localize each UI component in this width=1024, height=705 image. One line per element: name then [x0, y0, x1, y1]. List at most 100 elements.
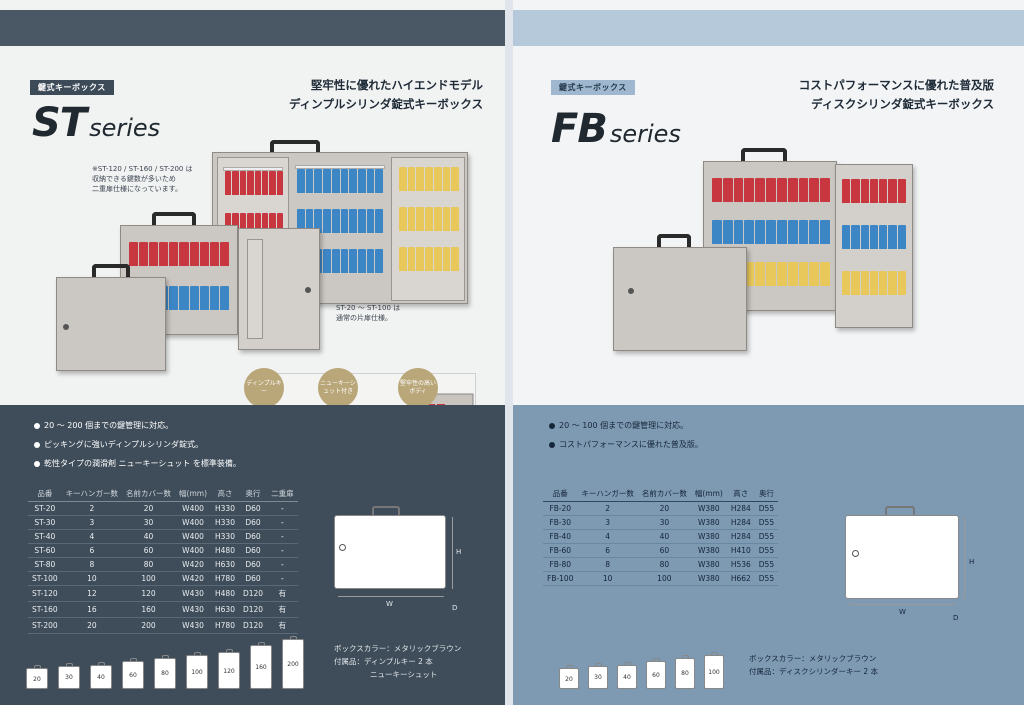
table-cell: ST-160 — [28, 601, 62, 618]
bullet-icon — [34, 441, 40, 448]
table-cell: FB-100 — [543, 571, 578, 586]
table-cell: ST-20 — [28, 501, 62, 516]
key-tags-blue — [712, 220, 830, 244]
mini-handle-icon — [193, 652, 201, 656]
table-cell: H662 — [726, 571, 755, 586]
table-cell: D60 — [238, 529, 268, 544]
size-label: 160 — [255, 664, 267, 672]
table-cell: ST-120 — [28, 585, 62, 602]
table-cell: 160 — [122, 601, 176, 618]
table-cell: 40 — [122, 529, 176, 544]
st-product-info: ボックスカラー：メタリックブラウン 付属品：ディンプルキー 2 本 ニューキーシ… — [334, 642, 461, 681]
fb-accessory-1: 付属品：ディスクシリンダーキー 2 本 — [749, 667, 879, 676]
st-callout-line: 通常の片扉仕様。 — [336, 314, 392, 322]
table-cell: ST-200 — [28, 617, 62, 634]
hanger-rail — [223, 167, 283, 171]
size-icon: 80 — [154, 655, 176, 689]
fb-series-name: FB — [551, 106, 608, 152]
table-cell: 4 — [61, 529, 123, 544]
table-cell: W420 — [175, 557, 212, 572]
table-cell: D120 — [238, 617, 268, 634]
table-cell: H284 — [726, 501, 755, 516]
dimension-line — [849, 604, 957, 605]
table-cell: W430 — [175, 617, 212, 634]
size-icon: 30 — [58, 663, 80, 689]
box-handle — [657, 234, 691, 248]
table-cell: - — [267, 515, 298, 530]
table-cell: H284 — [726, 515, 755, 530]
table-cell: 3 — [577, 515, 638, 530]
table-cell: D55 — [754, 557, 779, 572]
table-cell: H780 — [211, 571, 239, 586]
fb-top-bar — [513, 10, 1024, 46]
fb-dim-d: D — [953, 614, 959, 622]
fb-feature-text: コストパフォーマンスに優れた普及版。 — [559, 440, 703, 449]
fb-series-word: series — [609, 120, 681, 148]
table-cell: FB-80 — [543, 557, 578, 572]
dimension-line — [338, 596, 444, 597]
fb-dim-h: H — [969, 558, 975, 566]
table-cell: 有 — [267, 585, 298, 602]
size-icon: 40 — [90, 661, 112, 689]
size-label: 20 — [565, 675, 573, 683]
size-label: 200 — [287, 661, 299, 668]
st-tagline: 堅牢性に優れたハイエンドモデル ディンプルシリンダ錠式キーボックス — [289, 76, 483, 114]
size-label: 40 — [97, 673, 105, 681]
table-header-cell: キーハンガー数 — [577, 486, 638, 502]
st-dim-d: D — [452, 604, 458, 612]
size-icon: 100 — [704, 652, 724, 689]
st-box-small-closed — [56, 277, 166, 371]
table-cell: W400 — [175, 529, 212, 544]
table-cell: 30 — [637, 515, 691, 530]
table-cell: H284 — [726, 529, 755, 544]
table-cell: W420 — [175, 571, 212, 586]
table-cell: W380 — [690, 515, 727, 530]
table-cell: 8 — [577, 557, 638, 572]
table-cell: 6 — [61, 543, 123, 558]
table-header-cell: 高さ — [211, 486, 239, 502]
table-cell: W380 — [690, 557, 727, 572]
hanger-rail — [295, 165, 385, 169]
badge-dimple-key: ディンプルキー — [244, 368, 284, 408]
st-callout-line: ST-20 ～ ST-100 は — [336, 304, 401, 312]
st-accessory-2: ニューキーシュット — [370, 670, 438, 679]
table-header-cell: キーハンガー数 — [61, 486, 123, 502]
key-tags-red — [225, 171, 283, 195]
table-cell: H330 — [211, 501, 239, 516]
table-cell: 12 — [61, 585, 123, 602]
table-cell: D120 — [238, 601, 268, 618]
table-cell: - — [267, 543, 298, 558]
mini-handle-icon — [161, 655, 169, 660]
mini-handle-icon — [289, 636, 297, 640]
table-cell: H630 — [211, 601, 239, 618]
table-cell: 4 — [577, 529, 638, 544]
table-cell: D55 — [754, 529, 779, 544]
st-dimension-drawing — [334, 515, 446, 589]
table-header-cell: 高さ — [726, 486, 755, 502]
table-cell: ST-40 — [28, 529, 62, 544]
fb-feature-text: 20 ～ 100 個までの鍵管理に対応。 — [559, 421, 689, 430]
table-cell: 2 — [577, 501, 638, 516]
key-tags-blue — [297, 169, 384, 193]
size-label: 100 — [191, 669, 203, 676]
fb-box-door — [835, 164, 913, 328]
table-cell: 10 — [577, 571, 638, 586]
table-header-row: 品番キーハンガー数名前カバー数幅(mm)高さ奥行二重扉 — [28, 486, 298, 502]
st-feature-text: ピッキングに強いディンプルシリンダ錠式。 — [44, 440, 203, 449]
size-icon: 100 — [186, 652, 208, 689]
st-dim-w: W — [386, 600, 393, 608]
table-cell: - — [267, 501, 298, 516]
table-cell: - — [267, 571, 298, 586]
table-header-cell: 幅(mm) — [690, 486, 727, 502]
table-cell: FB-40 — [543, 529, 578, 544]
